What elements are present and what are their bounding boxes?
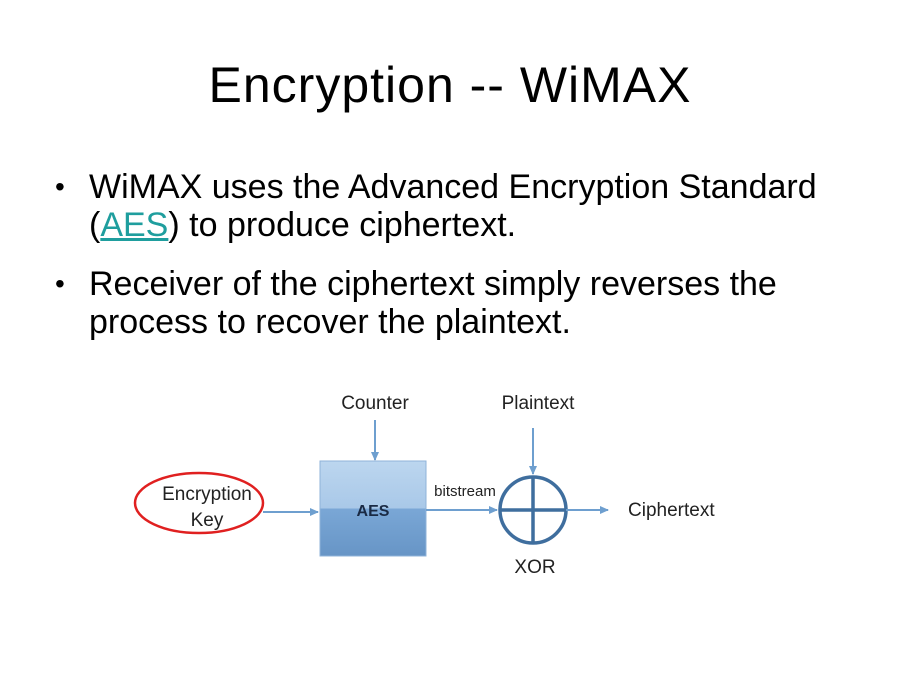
key-label-line2: Key: [191, 510, 224, 531]
xor-icon: [498, 475, 568, 545]
slide-title: Encryption -- WiMAX: [208, 57, 692, 113]
bullet-item-aes: • WiMAX uses the Advanced Encryption Sta…: [55, 168, 855, 244]
bullet-icon: •: [55, 268, 65, 299]
xor-label: XOR: [514, 557, 555, 578]
bullet-text-after: ) to produce ciphertext.: [168, 206, 517, 244]
bullet-text-before: WiMAX uses the Advanced Encryption Stand…: [89, 168, 817, 244]
counter-label: Counter: [341, 393, 409, 414]
plaintext-label: Plaintext: [502, 393, 576, 414]
bitstream-label: bitstream: [434, 483, 496, 500]
aes-link[interactable]: AES: [100, 206, 169, 244]
aes-box-label: AES: [357, 503, 390, 520]
key-highlight-ellipse: [133, 471, 265, 535]
bullet-icon: •: [55, 171, 65, 202]
bullet-item-receiver: • Receiver of the ciphertext simply reve…: [55, 265, 855, 341]
bullet-list: • WiMAX uses the Advanced Encryption Sta…: [55, 168, 855, 362]
ciphertext-label: Ciphertext: [628, 500, 715, 521]
key-label-line1: Encryption: [162, 484, 252, 505]
bullet-text: Receiver of the ciphertext simply revers…: [89, 265, 777, 341]
aes-box: [319, 460, 427, 557]
